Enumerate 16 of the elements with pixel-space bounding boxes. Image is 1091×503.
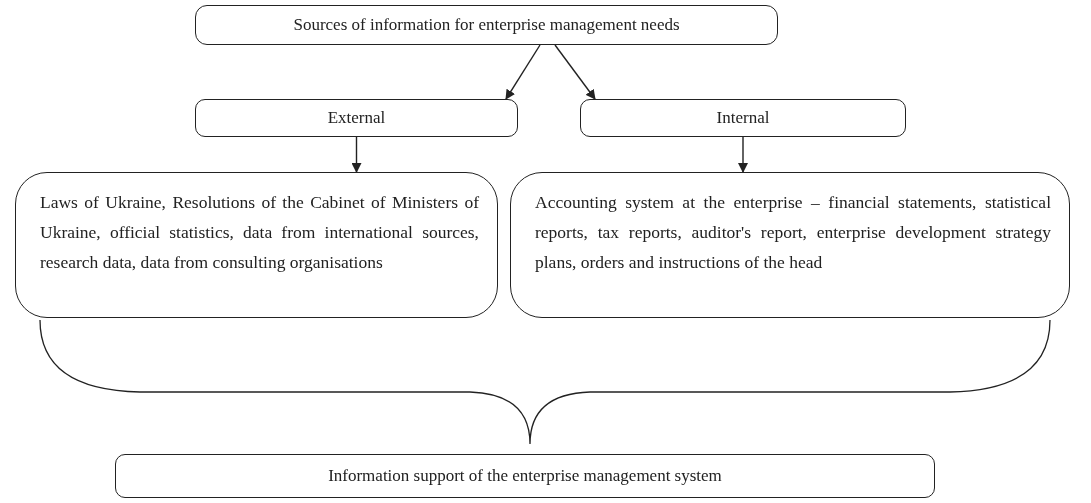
box-text: Accounting system at the enterprise – financial statements, statistical reports, tax reports, auditor's report, enterprise development strategy plans, orders and instructions of the head [535, 191, 1051, 274]
arrow [738, 136, 748, 173]
box-text: Sources of information for enterprise management needs [293, 15, 680, 35]
box-text: External [327, 108, 386, 128]
box-text: Internal [716, 108, 770, 128]
process-box [510, 172, 1070, 318]
process-box [580, 99, 906, 137]
box-text: Information support of the enterprise management system [328, 466, 722, 486]
arrow [351, 136, 362, 173]
arrow [554, 44, 596, 100]
process-box [195, 99, 518, 137]
process-box [15, 172, 498, 318]
arrow [505, 44, 541, 100]
box-text: Laws of Ukraine, Resolutions of the Cabinet of Ministers of Ukraine, official statistics, data from international sources, research data, data from consulting organisations [40, 191, 479, 274]
process-box [115, 454, 935, 498]
process-box [195, 5, 778, 45]
